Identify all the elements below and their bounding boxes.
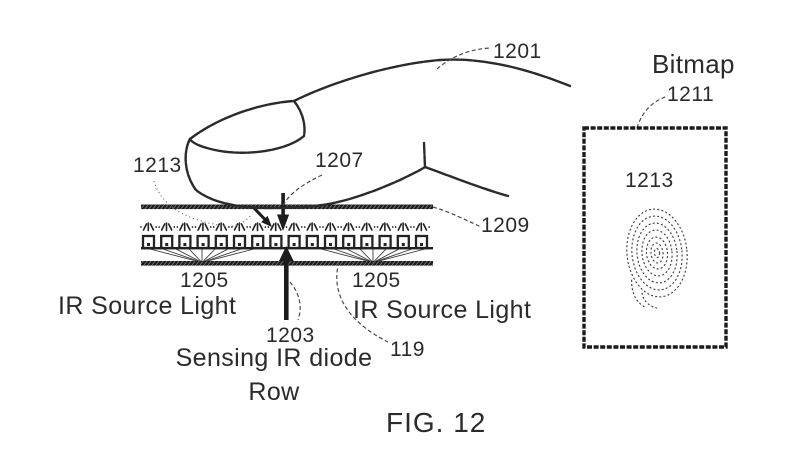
ir-diode	[141, 234, 156, 250]
light-burst-icon	[340, 222, 358, 232]
ref-label-1207: 1207	[315, 149, 364, 172]
ref-label-1205-left: 1205	[180, 269, 229, 292]
bitmap-title: Bitmap	[652, 49, 735, 79]
ir-diode	[323, 234, 338, 250]
ir-diode	[305, 234, 319, 250]
leader-119	[336, 261, 389, 343]
light-burst-icon	[194, 222, 212, 232]
ir-source-light-left-label: IR Source Light	[58, 292, 237, 320]
light-burst-icon	[322, 222, 339, 232]
light-burst-icon	[140, 222, 157, 232]
ir-diode	[396, 234, 410, 250]
finger-outline	[184, 58, 572, 210]
light-burst-icon	[267, 222, 285, 232]
bitmap-panel	[582, 126, 728, 349]
sensing-row-label: Sensing IR diode Row	[168, 346, 380, 405]
ref-label-1201: 1201	[493, 40, 542, 63]
light-burst-icon	[394, 222, 412, 232]
fingernail	[188, 99, 306, 154]
ir-source-light-right-label: IR Source Light	[353, 296, 532, 324]
ref-label-1211: 1211	[667, 83, 715, 106]
ir-diode	[178, 234, 192, 250]
arrows	[250, 193, 294, 320]
leader-1207	[282, 174, 323, 207]
light-burst-icon	[158, 222, 176, 232]
ir-diode	[414, 234, 429, 250]
light-burst-icon	[249, 222, 267, 232]
knuckle-crease	[422, 141, 427, 169]
ir-diode	[342, 234, 356, 250]
finger-pad-contour	[184, 137, 427, 210]
ir-diode-row	[141, 234, 429, 250]
ir-diode	[196, 234, 210, 250]
sensing-row-label-line1: Sensing IR diode	[175, 344, 373, 372]
sensing-row-label-line2: Row	[248, 378, 300, 406]
leader-lines	[153, 47, 669, 343]
ir-diode	[232, 234, 247, 250]
ref-label-119: 119	[390, 338, 425, 361]
ir-diode	[251, 234, 265, 250]
ref-label-1205-right: 1205	[352, 269, 401, 292]
ref-label-1213-bitmap: 1213	[625, 169, 674, 192]
finger-top-contour	[292, 58, 572, 103]
light-burst-row	[140, 222, 430, 232]
ir-diode	[378, 234, 392, 250]
leader-1209	[432, 206, 482, 228]
leader-1203	[289, 281, 301, 321]
bitmap-frame	[582, 126, 728, 349]
ir-diode	[287, 234, 301, 250]
leader-1211	[636, 95, 669, 129]
figure-caption: FIG. 12	[386, 407, 487, 438]
ref-label-1203: 1203	[266, 324, 315, 347]
ir-diode	[160, 234, 174, 250]
light-burst-icon	[212, 222, 230, 232]
ir-light-fans	[149, 248, 426, 263]
ir-emission-fan	[320, 248, 426, 263]
ir-emission-fan	[149, 248, 255, 263]
leader-1213-contact	[153, 180, 253, 227]
light-burst-icon	[231, 222, 248, 232]
sensing-up-arrow	[279, 246, 294, 320]
light-burst-icon	[413, 222, 430, 232]
light-burst-icon	[376, 222, 394, 232]
ref-label-1209: 1209	[481, 214, 530, 237]
light-burst-icon	[358, 222, 376, 232]
ir-diode	[214, 234, 228, 250]
ref-label-1213: 1213	[133, 154, 182, 177]
light-burst-icon	[285, 222, 303, 232]
light-burst-icon	[176, 222, 194, 232]
ir-diode	[269, 234, 283, 250]
finger-lower-right-contour	[423, 165, 510, 198]
ir-diode	[360, 234, 374, 250]
light-burst-icon	[303, 222, 321, 232]
leader-1201	[436, 47, 492, 70]
